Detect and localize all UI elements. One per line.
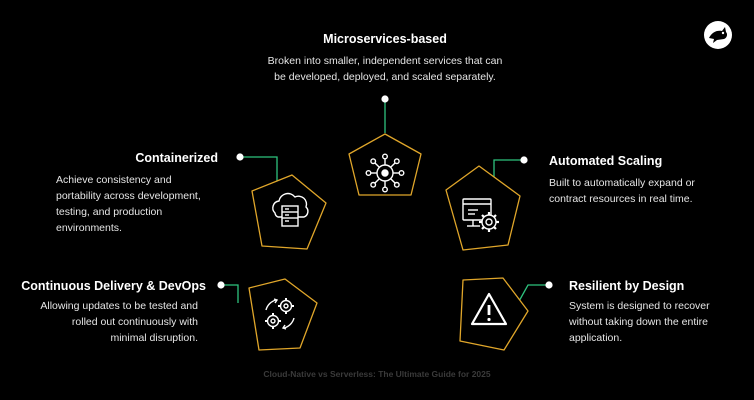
microservices-desc: Broken into smaller, independent service…: [267, 55, 503, 83]
monitor-gear-icon: [462, 198, 499, 232]
node-dot-microservices: [381, 95, 389, 103]
footer-caption: Cloud-Native vs Serverless: The Ultimate…: [263, 369, 491, 379]
containerized-desc: Achieve consistency and portability acro…: [56, 174, 201, 234]
cloud-server-icon: [272, 192, 309, 227]
network-hub-icon: [365, 153, 405, 193]
microservices-title: Microservices-based: [323, 32, 447, 46]
resilient-desc: System is designed to recover without ta…: [569, 300, 710, 344]
continuous-delivery-title: Continuous Delivery & DevOps: [21, 279, 206, 293]
resilient-title: Resilient by Design: [569, 279, 685, 293]
brand-logo-icon: [704, 21, 732, 49]
node-dot-resilient: [545, 281, 553, 289]
pentagon-resilient: [459, 277, 529, 351]
pentagon-continuous-delivery: [248, 278, 318, 351]
gears-cycle-icon: [265, 298, 295, 330]
connector-containerized: [240, 156, 278, 182]
continuous-delivery-desc: Allowing updates to be tested and rolled…: [40, 300, 198, 344]
connector-automated-scaling: [493, 159, 524, 180]
automated-scaling-desc: Built to automatically expand or contrac…: [549, 177, 695, 205]
automated-scaling-title: Automated Scaling: [549, 154, 663, 168]
connector-resilient: [517, 284, 549, 304]
connector-continuous-delivery: [221, 284, 239, 303]
node-dot-continuous-delivery: [217, 281, 225, 289]
containerized-title: Containerized: [135, 151, 218, 165]
pentagon-automated-scaling: [445, 165, 521, 251]
node-dot-containerized: [236, 153, 244, 161]
warning-triangle-icon: [470, 292, 508, 326]
node-dot-automated-scaling: [520, 156, 528, 164]
